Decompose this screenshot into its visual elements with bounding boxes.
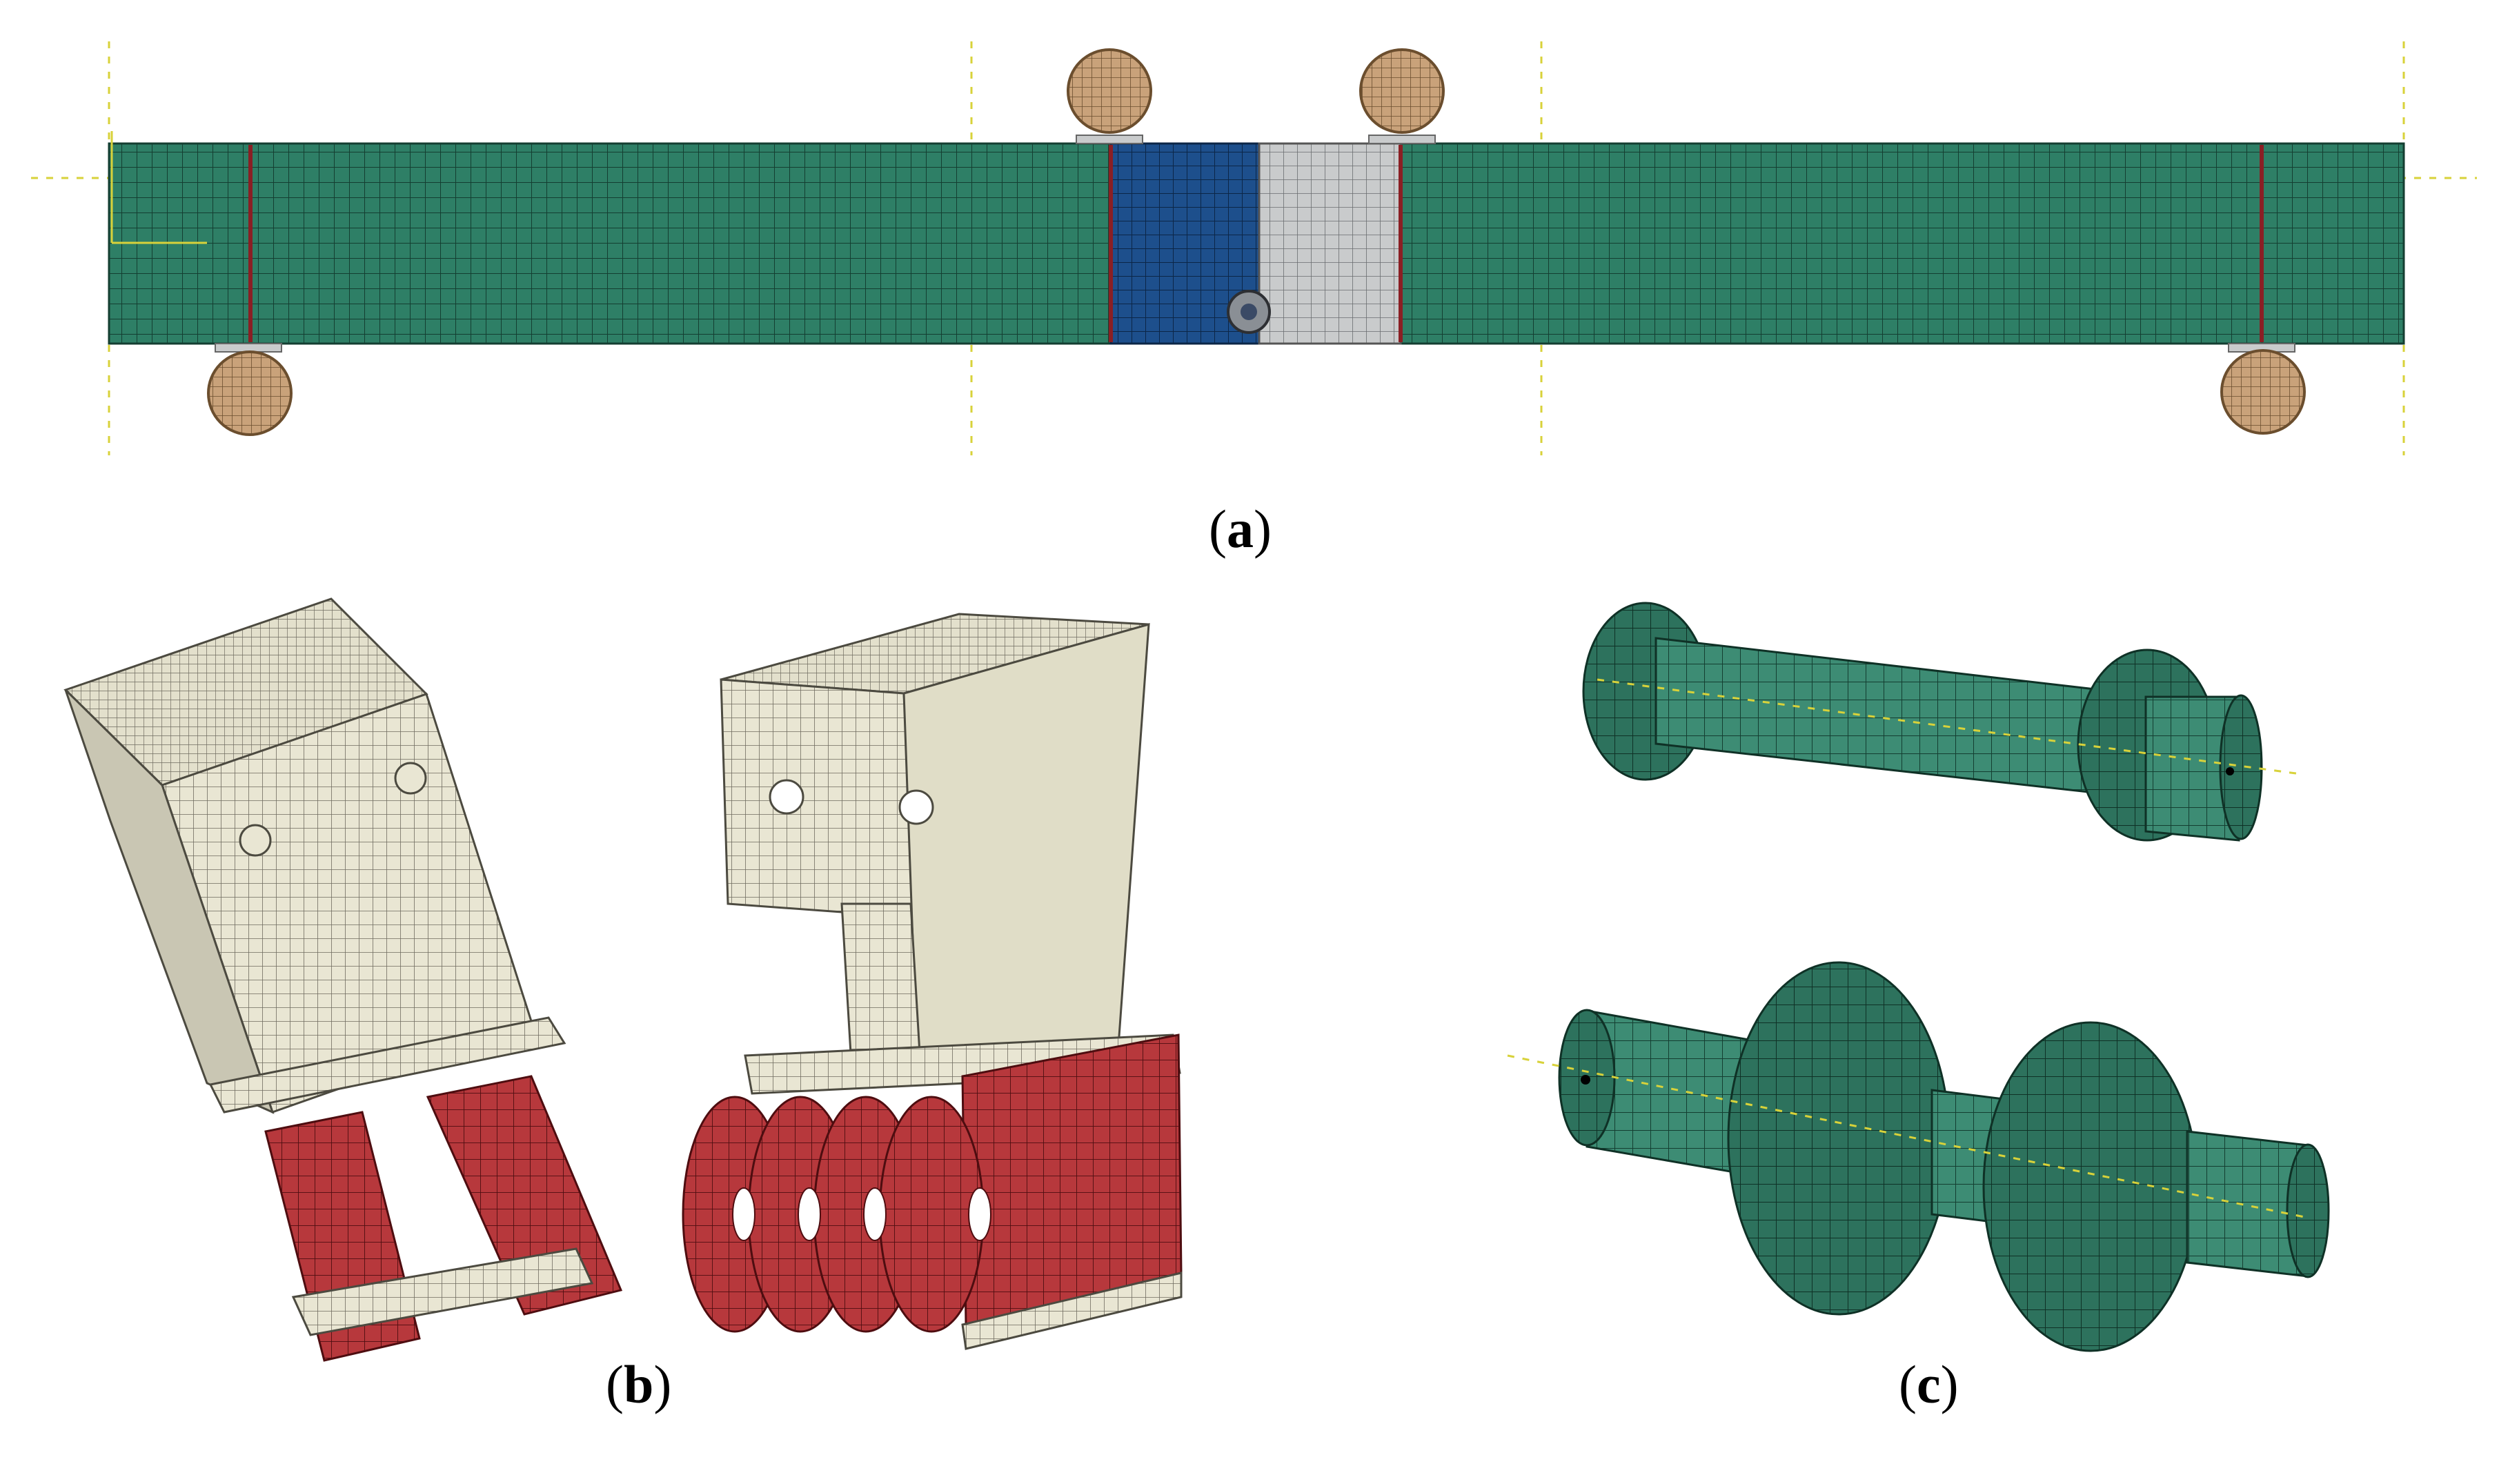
panel-label-a: (a) — [1209, 499, 1272, 559]
panel-label-c: (c) — [1899, 1354, 1959, 1414]
beam-right-segment — [1399, 142, 2405, 345]
roller-support-icon — [1067, 48, 1152, 144]
panel-a-beam-model — [31, 41, 2477, 455]
connector-half-right — [682, 613, 1183, 1350]
connector-half-left — [63, 597, 623, 1362]
coordinate-triad-icon — [110, 131, 207, 244]
pin-top — [1582, 602, 2302, 842]
beam-left-segment — [108, 142, 1112, 345]
roller-support-icon — [2220, 343, 2306, 435]
panel-b-connector-parts — [63, 597, 1183, 1362]
roller-support-icon — [207, 343, 293, 436]
panel-c-pins — [1507, 602, 2330, 1352]
pin-bottom — [1507, 961, 2330, 1352]
roller-support-icon — [1359, 48, 1445, 144]
connector-grey-part — [1258, 142, 1402, 345]
panel-label-b: (b) — [606, 1354, 672, 1414]
interface-lines — [248, 145, 2264, 342]
